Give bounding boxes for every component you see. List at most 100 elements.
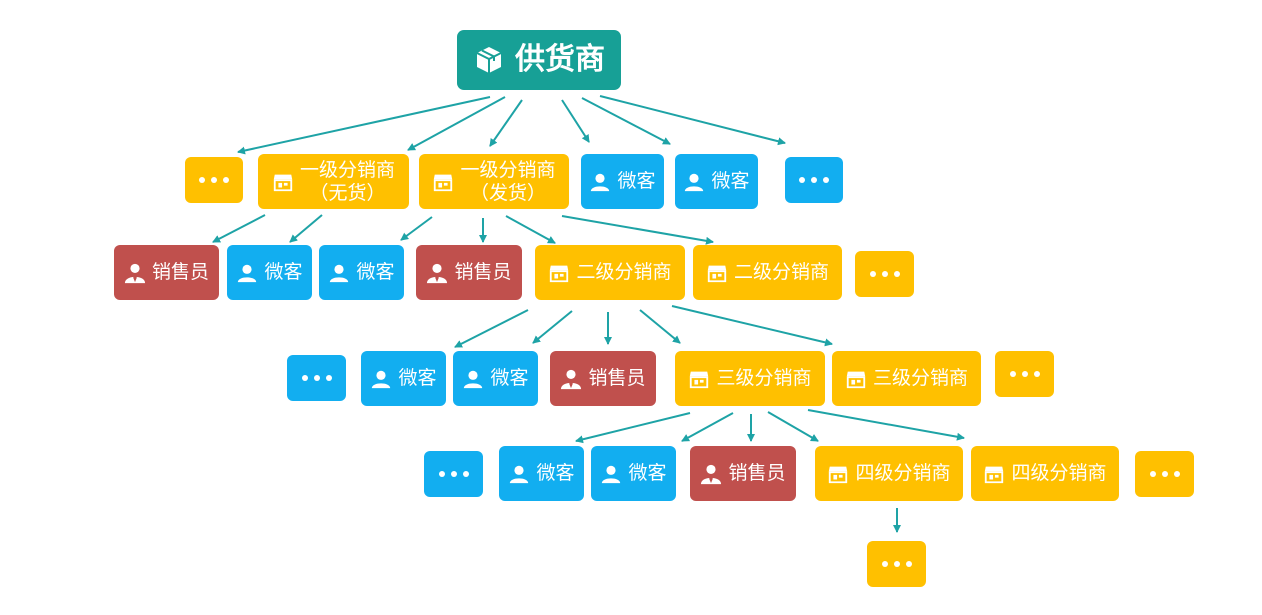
storefront-icon bbox=[983, 463, 1005, 485]
salesperson-label: 销售员 bbox=[588, 367, 646, 390]
arrow-ship-to-dist-b bbox=[561, 215, 714, 245]
more-node-l1-left bbox=[185, 157, 243, 203]
customer-l3-a: 微客 bbox=[361, 351, 446, 406]
arrow-root-to-customer-b bbox=[581, 97, 671, 145]
customer-l1-a: 微客 bbox=[581, 154, 664, 209]
customer-label: 微客 bbox=[617, 170, 656, 193]
more-node-l4-left bbox=[424, 451, 483, 497]
arrow-l2-to-customer-b bbox=[532, 310, 573, 344]
distributor-label: 四级分销商 bbox=[1011, 462, 1107, 485]
customer-l1-b: 微客 bbox=[675, 154, 758, 209]
storefront-icon bbox=[548, 262, 570, 284]
storefront-icon bbox=[827, 463, 849, 485]
arrow-nostock-to-sales-a bbox=[212, 214, 266, 243]
ellipsis-icon bbox=[869, 271, 900, 277]
distributor-label: 四级分销商 bbox=[855, 462, 951, 485]
arrow-l3-to-customer-b bbox=[681, 412, 734, 442]
customer-label: 微客 bbox=[398, 367, 437, 390]
supplier-node: 供货商 bbox=[457, 30, 621, 90]
customer-label: 微客 bbox=[356, 261, 395, 284]
arrow-l2-to-dist-a bbox=[639, 309, 681, 344]
arrow-root-to-more-l1-left bbox=[237, 96, 491, 155]
distributor-l4-b: 四级分销商 bbox=[971, 446, 1119, 501]
supplier-label: 供货商 bbox=[515, 42, 605, 77]
customer-l2-b: 微客 bbox=[319, 245, 404, 300]
salesperson-label: 销售员 bbox=[728, 462, 786, 485]
user-icon bbox=[600, 463, 622, 485]
ellipsis-icon bbox=[881, 561, 912, 567]
user-icon bbox=[508, 463, 530, 485]
user-icon bbox=[589, 171, 611, 193]
arrow-ship-to-customer-b bbox=[400, 216, 433, 241]
more-node-l1-right bbox=[785, 157, 843, 203]
user-icon bbox=[236, 262, 258, 284]
salesperson-icon bbox=[426, 262, 448, 284]
storefront-icon bbox=[272, 171, 294, 193]
arrow-root-to-more-l1-right bbox=[599, 95, 786, 146]
ellipsis-icon bbox=[799, 177, 829, 183]
user-icon bbox=[683, 171, 705, 193]
arrow-root-to-dist-ship bbox=[489, 99, 523, 147]
arrow-l3-to-dist-b bbox=[807, 409, 965, 441]
salesperson-label: 销售员 bbox=[151, 261, 209, 284]
distributor-sublabel: （无货） bbox=[309, 181, 386, 204]
customer-l2-a: 微客 bbox=[227, 245, 312, 300]
distributor-l1-nostock: 一级分销商（无货） bbox=[258, 154, 409, 209]
distributor-l1-ship: 一级分销商（发货） bbox=[419, 154, 569, 209]
arrow-ship-to-dist-a bbox=[505, 215, 556, 244]
storefront-icon bbox=[706, 262, 728, 284]
distributor-label: 三级分销商 bbox=[872, 367, 968, 390]
customer-l4-a: 微客 bbox=[499, 446, 584, 501]
salesperson-l4: 销售员 bbox=[690, 446, 796, 501]
customer-label: 微客 bbox=[264, 261, 303, 284]
distributor-sublabel: （发货） bbox=[469, 181, 546, 204]
distributor-label: 一级分销商 bbox=[460, 158, 556, 181]
more-node-l3-left bbox=[287, 355, 346, 401]
customer-l4-b: 微客 bbox=[591, 446, 676, 501]
ellipsis-icon bbox=[301, 375, 332, 381]
arrow-nostock-to-customer-a bbox=[289, 214, 323, 243]
ellipsis-icon bbox=[438, 471, 469, 477]
user-icon bbox=[328, 262, 350, 284]
distributor-l3-a: 三级分销商 bbox=[675, 351, 825, 406]
more-node-bottom bbox=[867, 541, 926, 587]
arrow-l2-to-dist-b bbox=[671, 305, 833, 347]
distributor-l2-a: 二级分销商 bbox=[535, 245, 685, 300]
storefront-icon bbox=[688, 368, 710, 390]
storefront-icon bbox=[432, 171, 454, 193]
salesperson-label: 销售员 bbox=[454, 261, 512, 284]
salesperson-l2-a: 销售员 bbox=[114, 245, 219, 300]
more-node-l2-right bbox=[855, 251, 914, 297]
arrow-l3-to-customer-a bbox=[575, 412, 691, 444]
customer-l3-b: 微客 bbox=[453, 351, 538, 406]
distributor-label: 二级分销商 bbox=[733, 261, 829, 284]
distributor-l2-b: 二级分销商 bbox=[693, 245, 842, 300]
salesperson-l2-b: 销售员 bbox=[416, 245, 522, 300]
package-box-icon bbox=[473, 44, 505, 76]
user-icon bbox=[462, 368, 484, 390]
ellipsis-icon bbox=[199, 177, 229, 183]
salesperson-icon bbox=[700, 463, 722, 485]
salesperson-l3: 销售员 bbox=[550, 351, 656, 406]
more-node-l4-right bbox=[1135, 451, 1194, 497]
arrow-l3-to-dist-a bbox=[767, 411, 819, 442]
customer-label: 微客 bbox=[536, 462, 575, 485]
storefront-icon bbox=[845, 368, 867, 390]
user-icon bbox=[370, 368, 392, 390]
distributor-label: 一级分销商 bbox=[299, 158, 395, 181]
distributor-l3-b: 三级分销商 bbox=[832, 351, 981, 406]
arrow-root-to-customer-a bbox=[561, 99, 590, 143]
arrow-l2-to-more-l3-left bbox=[454, 309, 529, 348]
ellipsis-icon bbox=[1009, 371, 1040, 377]
customer-label: 微客 bbox=[490, 367, 529, 390]
customer-label: 微客 bbox=[711, 170, 750, 193]
customer-label: 微客 bbox=[628, 462, 667, 485]
salesperson-icon bbox=[560, 368, 582, 390]
distributor-label: 三级分销商 bbox=[716, 367, 812, 390]
distributor-label: 二级分销商 bbox=[576, 261, 672, 284]
ellipsis-icon bbox=[1149, 471, 1180, 477]
distributor-l4-a: 四级分销商 bbox=[815, 446, 963, 501]
arrow-root-to-dist-nostock bbox=[407, 96, 506, 151]
more-node-l3-right bbox=[995, 351, 1054, 397]
